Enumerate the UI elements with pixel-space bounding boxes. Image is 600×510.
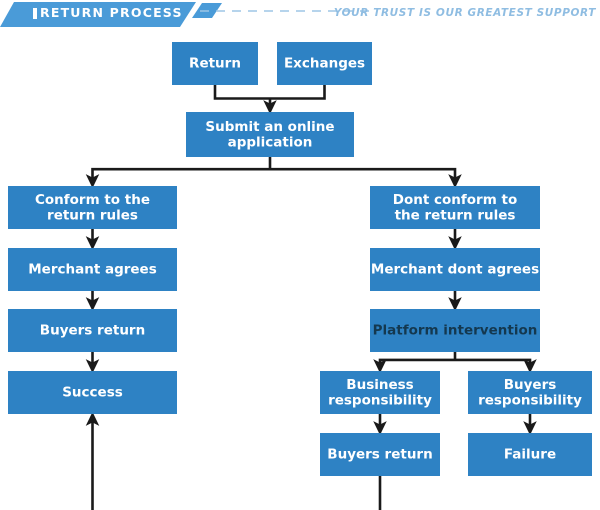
node-label: Success xyxy=(62,385,123,401)
flow-node-buyers-return-1[interactable]: Buyers return xyxy=(8,309,177,352)
node-box xyxy=(320,433,440,476)
flow-node-failure[interactable]: Failure xyxy=(468,433,592,476)
page-title: RETURN PROCESS xyxy=(40,5,183,20)
node-box xyxy=(186,112,354,157)
edge-submit-to-conform xyxy=(85,167,270,189)
edge-return-to-submit xyxy=(213,85,270,100)
banner-bullet-icon xyxy=(33,8,37,19)
flow-node-success[interactable]: Success xyxy=(8,371,177,414)
node-label: Buyers return xyxy=(40,323,145,339)
node-box xyxy=(8,309,177,352)
node-box xyxy=(8,371,177,414)
node-box xyxy=(172,42,258,85)
flow-node-buyers-return-2[interactable]: Buyers return xyxy=(320,433,440,476)
flow-node-platform[interactable]: Platform intervention xyxy=(370,309,540,352)
node-box xyxy=(277,42,372,85)
header-tagline: YOUR TRUST IS OUR GREATEST SUPPORT xyxy=(333,7,596,19)
edge-platform-to-business-resp xyxy=(373,358,455,374)
flow-node-exchanges[interactable]: Exchanges xyxy=(277,42,372,85)
node-box xyxy=(468,433,592,476)
banner-parallelogram xyxy=(6,2,196,27)
node-box xyxy=(370,186,540,229)
node-box xyxy=(468,371,592,414)
flow-node-merchant-deny[interactable]: Merchant dont agrees xyxy=(370,248,540,291)
node-label: Failure xyxy=(504,447,556,463)
edge-submit-to-dont-conform xyxy=(270,167,462,189)
edge-platform-to-buyers-resp xyxy=(455,358,537,374)
page-header: RETURN PROCESS YOUR TRUST IS OUR GREATES… xyxy=(0,0,600,30)
node-label: Merchant agrees xyxy=(28,262,157,278)
node-label: Exchanges xyxy=(284,56,365,72)
flowchart-edges xyxy=(85,85,537,510)
node-label: Return xyxy=(189,56,241,72)
node-box xyxy=(370,309,540,352)
flow-node-merchant-agree[interactable]: Merchant agrees xyxy=(8,248,177,291)
edge-buyers-return-2-to-success xyxy=(85,411,382,510)
banner-slash-accent xyxy=(0,2,24,27)
node-label: Merchant dont agrees xyxy=(371,262,539,278)
node-box xyxy=(320,371,440,414)
node-box xyxy=(370,248,540,291)
header-banner-graphic xyxy=(0,2,372,27)
node-label: Platform intervention xyxy=(373,323,538,339)
node-box xyxy=(8,248,177,291)
node-label: Buyers return xyxy=(327,447,432,463)
flow-node-return[interactable]: Return xyxy=(172,42,258,85)
node-box xyxy=(8,186,177,229)
edge-exchanges-to-submit xyxy=(270,85,326,100)
